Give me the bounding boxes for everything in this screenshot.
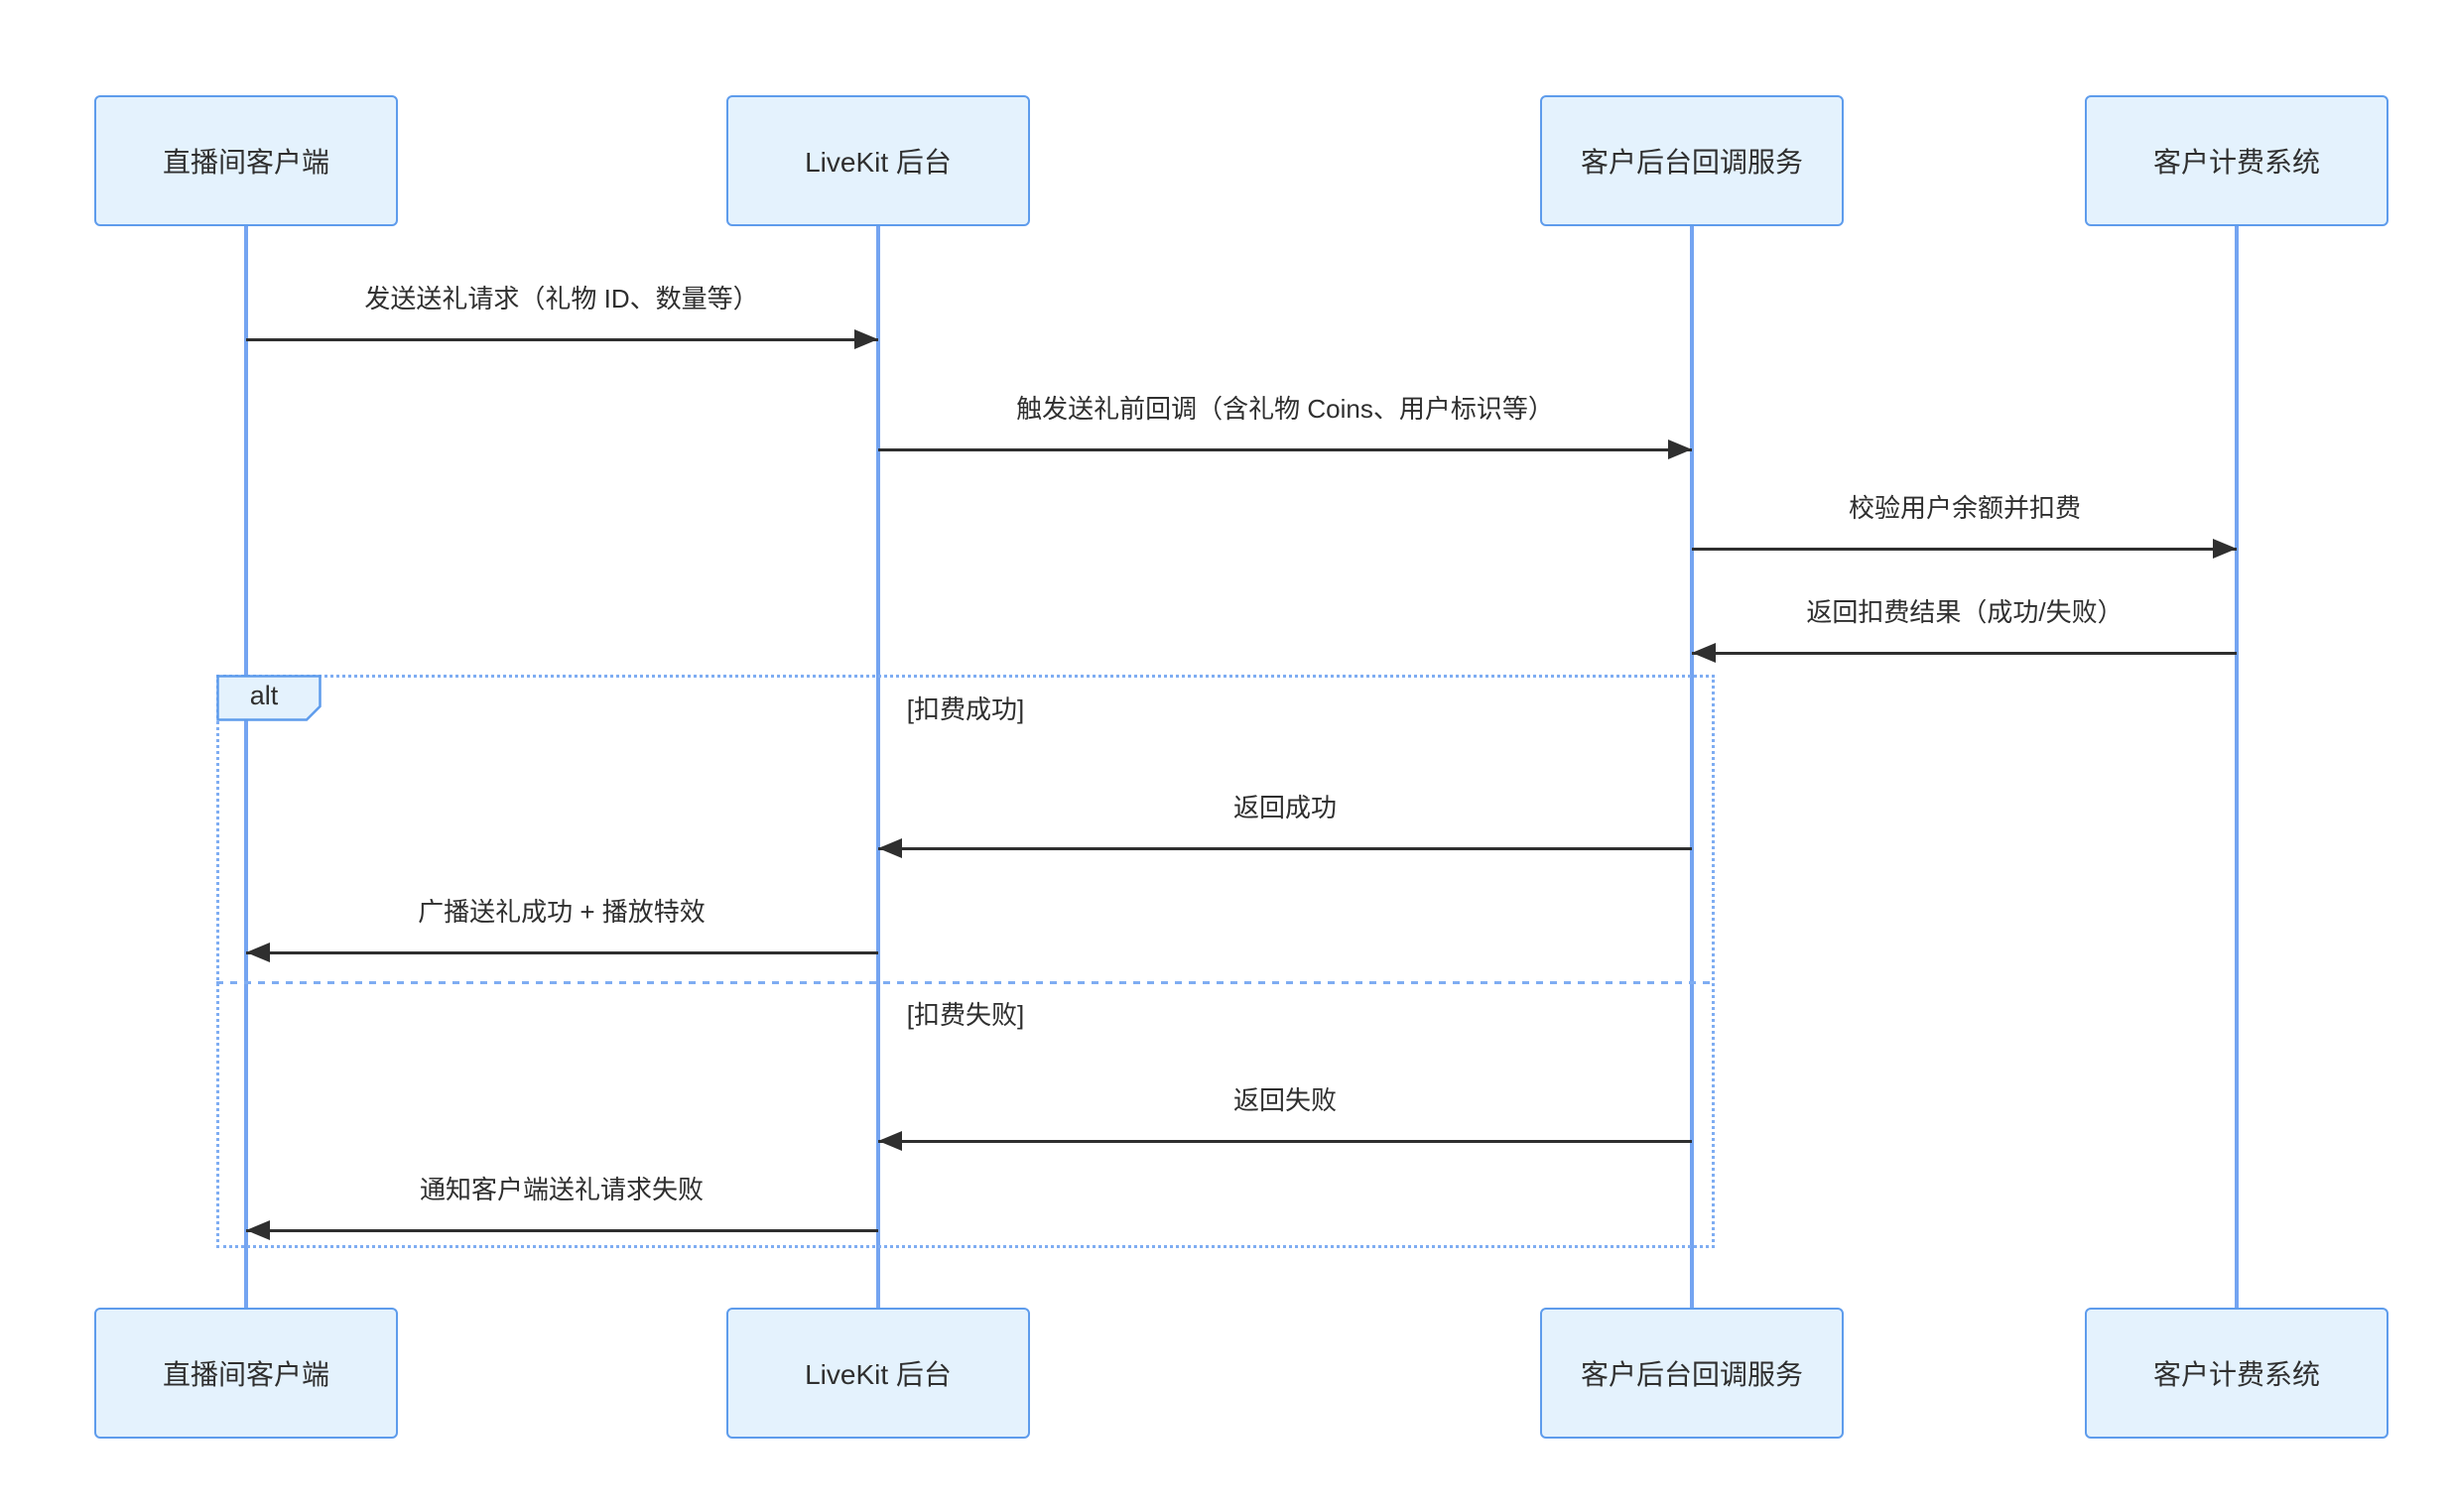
actor-bottom-callback: 客户后台回调服务 <box>1540 1308 1844 1439</box>
message-5-line <box>878 847 1692 850</box>
message-7-arrowhead <box>878 1131 902 1151</box>
alt-label: alt <box>216 675 322 721</box>
actor-top-client: 直播间客户端 <box>94 95 398 226</box>
message-2-line <box>878 448 1692 451</box>
message-3-label: 校验用户余额并扣费 <box>1848 493 2082 523</box>
actor-label: LiveKit 后台 <box>805 147 952 178</box>
message-4-line <box>1692 652 2237 655</box>
message-7-label: 返回失败 <box>1232 1085 1338 1115</box>
message-1-arrowhead <box>854 329 878 349</box>
message-4-arrowhead <box>1692 643 1716 663</box>
lifeline-billing <box>2235 226 2239 1308</box>
alt-label-shape <box>216 675 322 721</box>
message-5-arrowhead <box>878 838 902 858</box>
message-8-line <box>246 1229 878 1232</box>
actor-top-billing: 客户计费系统 <box>2085 95 2388 226</box>
lifeline-client <box>244 226 248 1308</box>
actor-label: 客户后台回调服务 <box>1580 147 1803 178</box>
actor-label: 客户计费系统 <box>2152 1359 2320 1390</box>
message-6-arrowhead <box>246 943 270 962</box>
alt-frame <box>216 675 1715 1248</box>
message-5-label: 返回成功 <box>1232 793 1338 822</box>
actor-bottom-client: 直播间客户端 <box>94 1308 398 1439</box>
actor-top-livekit: LiveKit 后台 <box>726 95 1030 226</box>
alt-condition-success: [扣费成功] <box>906 694 1025 724</box>
actor-label: 客户后台回调服务 <box>1580 1359 1803 1390</box>
lifeline-livekit <box>876 226 880 1308</box>
actor-bottom-billing: 客户计费系统 <box>2085 1308 2388 1439</box>
alt-label-text: alt <box>249 681 279 710</box>
actor-label: LiveKit 后台 <box>805 1359 952 1390</box>
message-2-label: 触发送礼前回调（含礼物 Coins、用户标识等） <box>1016 394 1554 424</box>
actor-label: 直播间客户端 <box>162 1359 329 1390</box>
actor-label: 客户计费系统 <box>2152 147 2320 178</box>
message-7-line <box>878 1140 1692 1143</box>
message-3-arrowhead <box>2213 539 2237 559</box>
alt-condition-failure: [扣费失败] <box>906 1000 1025 1030</box>
message-8-arrowhead <box>246 1220 270 1240</box>
message-6-line <box>246 951 878 954</box>
lifeline-callback <box>1690 226 1694 1308</box>
actor-top-callback: 客户后台回调服务 <box>1540 95 1844 226</box>
message-2-arrowhead <box>1668 440 1692 459</box>
message-3-line <box>1692 548 2237 551</box>
actor-bottom-livekit: LiveKit 后台 <box>726 1308 1030 1439</box>
message-8-label: 通知客户端送礼请求失败 <box>419 1175 705 1204</box>
message-1-label: 发送送礼请求（礼物 ID、数量等） <box>364 284 759 314</box>
message-4-label: 返回扣费结果（成功/失败） <box>1806 597 2124 627</box>
alt-divider <box>216 981 1715 984</box>
message-1-line <box>246 338 878 341</box>
actor-label: 直播间客户端 <box>162 147 329 178</box>
message-6-label: 广播送礼成功 + 播放特效 <box>418 897 706 927</box>
